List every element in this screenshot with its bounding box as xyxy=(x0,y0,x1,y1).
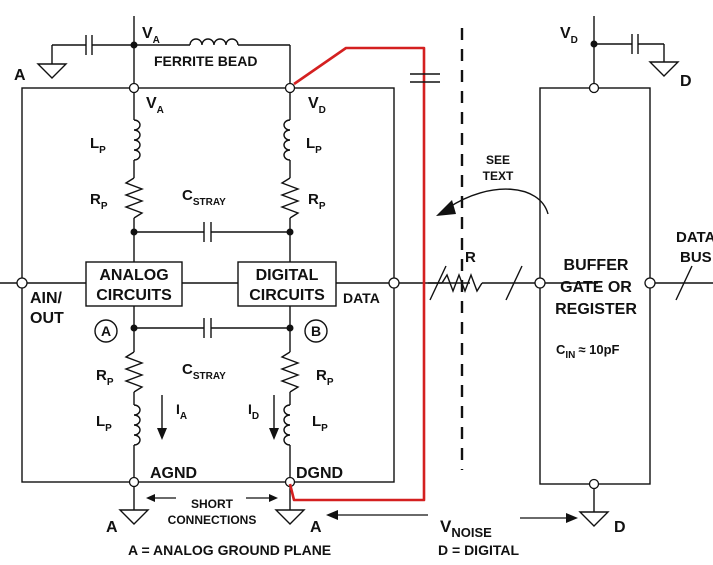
rp-left-top-label: RP xyxy=(90,191,108,212)
digital-ground-branch xyxy=(280,306,300,482)
text-label: TEXT xyxy=(483,169,514,183)
vnoise-label: VNOISE xyxy=(440,517,492,540)
buffer-output-pin xyxy=(644,277,656,289)
agnd-pin xyxy=(128,476,140,488)
digital-box-line1: DIGITAL xyxy=(256,267,319,284)
ia-current-arrow xyxy=(157,395,167,440)
data-pin xyxy=(388,277,400,289)
lp-left-top-label: LP xyxy=(90,135,106,156)
legend-digital-ground: D = DIGITAL xyxy=(438,542,519,558)
node-a-marker xyxy=(94,319,118,343)
analog-box-line2: CIRCUITS xyxy=(96,287,172,304)
digital-ground-symbol xyxy=(274,486,306,525)
rp-right-bottom-label: RP xyxy=(316,367,334,388)
agnd-label: AGND xyxy=(150,465,197,482)
d-ground-bottom-label: D xyxy=(614,519,626,536)
buffer-line2: GATE OR xyxy=(560,279,632,296)
coupling-capacitor xyxy=(410,73,440,83)
buffer-ground xyxy=(578,478,610,527)
analog-ground-branch xyxy=(124,306,144,482)
ferrite-bead-label: FERRITE BEAD xyxy=(154,53,257,69)
cstray-bottom-label: CSTRAY xyxy=(182,361,226,382)
r-label: R xyxy=(465,249,476,266)
cstray-top-capacitor xyxy=(134,222,290,242)
legend-analog-ground: A = ANALOG GROUND PLANE xyxy=(128,542,331,558)
lp-right-top-label: LP xyxy=(306,135,322,156)
short-label: SHORT xyxy=(191,497,234,511)
data-bus-line2: BUS xyxy=(680,249,712,266)
vd-right-pin xyxy=(588,82,600,94)
ia-label: IA xyxy=(176,401,187,422)
connections-label: CONNECTIONS xyxy=(168,513,257,527)
cstray-bottom-capacitor xyxy=(134,318,290,338)
analog-box-line1: ANALOG xyxy=(99,267,168,284)
vd-right-label: VD xyxy=(560,25,578,46)
a-ground-left-label: A xyxy=(14,67,26,84)
ground-loop-trace xyxy=(288,46,426,502)
va-inner-label: VA xyxy=(146,95,164,116)
digital-circuits-box xyxy=(237,261,337,307)
va-supply-network xyxy=(36,16,291,88)
analog-supply-branch xyxy=(124,92,144,262)
digital-box-line2: CIRCUITS xyxy=(249,287,325,304)
cin-label: CIN≈ 10pF xyxy=(556,342,620,361)
id-current-arrow xyxy=(269,395,279,440)
circle-b-label: B xyxy=(311,323,321,339)
buffer-line1: BUFFER xyxy=(564,257,629,274)
data-label: DATA xyxy=(343,290,380,306)
a-ground-mid-label: A xyxy=(310,519,322,536)
data-bus-line xyxy=(655,265,713,301)
digital-supply-branch xyxy=(280,92,300,262)
dgnd-label: DGND xyxy=(296,465,343,482)
lp-left-bottom-label: LP xyxy=(96,413,112,434)
vd-supply-network xyxy=(590,16,680,88)
see-text-arrow xyxy=(436,188,549,216)
short-connections-arrows xyxy=(146,494,278,502)
ain-out-line1: AIN/ xyxy=(30,290,63,307)
ain-out-pin xyxy=(16,277,28,289)
lp-right-bottom-label: LP xyxy=(312,413,328,434)
circle-a-label: A xyxy=(101,323,111,339)
mixed-signal-chip-outline xyxy=(21,87,395,483)
id-label: ID xyxy=(248,401,259,422)
rp-left-bottom-label: RP xyxy=(96,367,114,388)
rp-right-top-label: RP xyxy=(308,191,326,212)
analog-circuits-box xyxy=(85,261,183,307)
see-label: SEE xyxy=(486,153,510,167)
cstray-top-label: CSTRAY xyxy=(182,187,226,208)
node-b-marker xyxy=(304,319,328,343)
d-right-label: D xyxy=(680,73,692,90)
vnoise-arrows xyxy=(326,510,578,523)
a-ground-bottom-label: A xyxy=(106,519,118,536)
ain-out-line2: OUT xyxy=(30,310,64,327)
vd-inner-node xyxy=(284,82,296,94)
va-inner-node xyxy=(128,82,140,94)
analog-ground-symbol xyxy=(118,486,150,525)
buffer-input-pin xyxy=(534,277,546,289)
va-top-label: VA xyxy=(142,25,160,46)
data-bus-line1: DATA xyxy=(676,229,713,246)
buffer-line3: REGISTER xyxy=(555,301,637,318)
vd-inner-label: VD xyxy=(308,95,326,116)
